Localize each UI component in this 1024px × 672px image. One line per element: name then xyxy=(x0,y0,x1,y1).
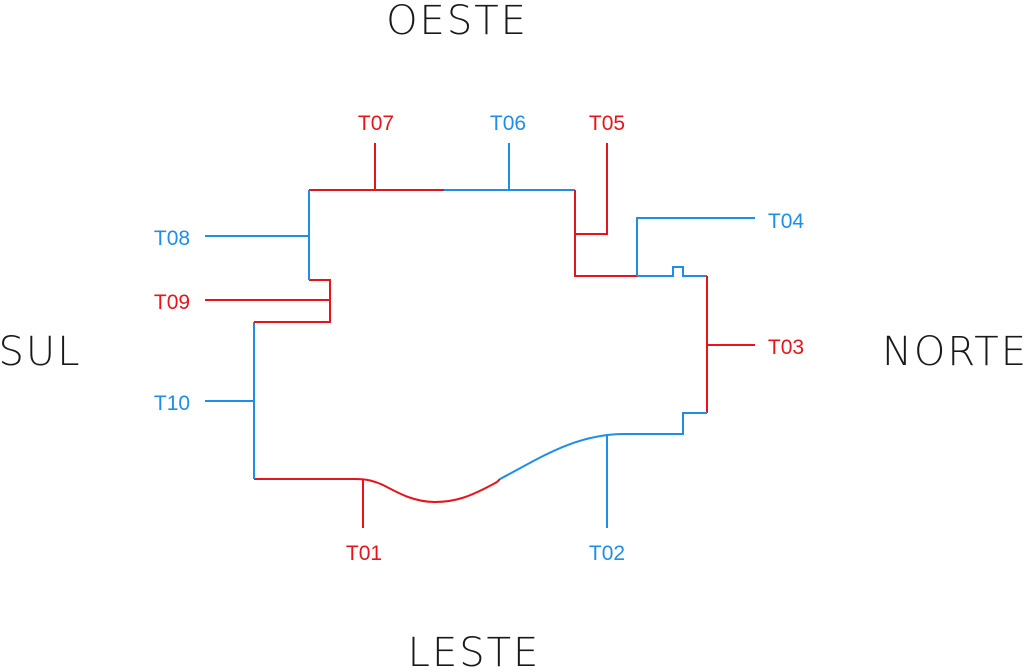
segment-t04-label: T04 xyxy=(768,210,805,233)
direction-label-top: OESTE xyxy=(386,0,528,44)
segment-t04: T04 xyxy=(636,210,805,277)
segment-t05-leader xyxy=(575,143,608,235)
segment-t07: T07 xyxy=(309,112,444,191)
direction-label-bottom: LESTE xyxy=(408,630,541,672)
direction-label-right: NORTE xyxy=(882,329,1024,375)
segment-t02-label: T02 xyxy=(589,542,625,565)
segment-t01-label: T01 xyxy=(346,542,382,565)
segment-t03: T03 xyxy=(706,276,804,413)
segment-t02-wall xyxy=(499,412,707,480)
segment-t02: T02 xyxy=(499,412,707,565)
segment-t06-label: T06 xyxy=(490,112,526,135)
segment-t08-label: T08 xyxy=(154,227,190,250)
segment-t01: T01 xyxy=(254,478,501,565)
direction-label-left: SUL xyxy=(0,329,81,375)
segment-t05-wall xyxy=(574,190,637,277)
segment-t05: T05 xyxy=(574,112,637,277)
segment-t09-label: T09 xyxy=(154,291,190,314)
segment-t09: T09 xyxy=(154,279,331,323)
segment-t05-label: T05 xyxy=(589,112,625,135)
segment-t10: T10 xyxy=(154,322,255,479)
segment-t08: T08 xyxy=(154,190,310,280)
segment-t03-label: T03 xyxy=(768,336,804,359)
segment-t01-wall xyxy=(254,478,501,504)
segment-t10-label: T10 xyxy=(154,392,190,415)
segment-t06: T06 xyxy=(444,112,575,191)
segment-t04-wall xyxy=(637,266,707,277)
segment-t04-leader xyxy=(636,217,755,276)
segment-t07-label: T07 xyxy=(358,112,394,135)
